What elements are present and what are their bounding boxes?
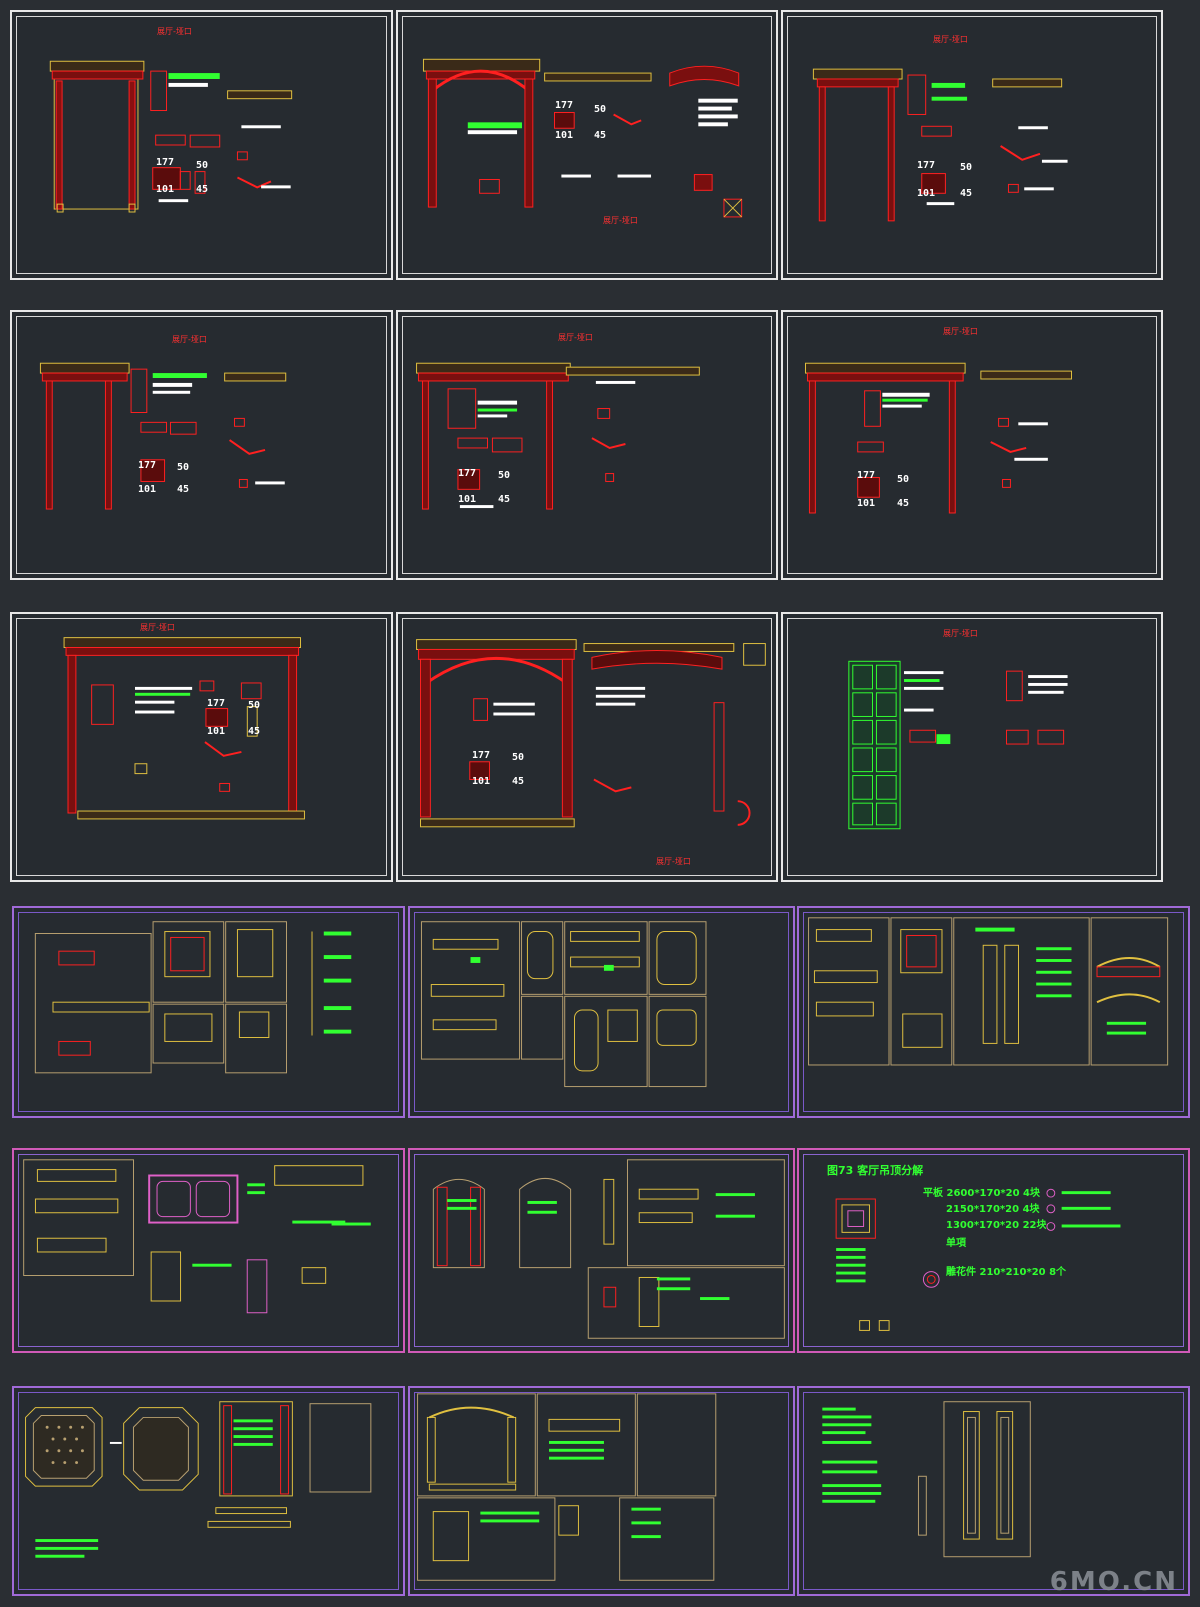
component-detail-drawing — [420, 921, 707, 1088]
dimension-label: 101 — [458, 494, 477, 505]
component-sheet-3[interactable] — [797, 906, 1190, 1118]
dimension-label: 45 — [960, 188, 973, 199]
component-sheet-9[interactable] — [797, 1386, 1190, 1596]
dimension-label: 45 — [594, 130, 607, 141]
ceiling-breakdown-drawing — [835, 1188, 1121, 1331]
dimension-label: 50 — [512, 752, 525, 763]
drawing-sheet-9[interactable]: 展厅-垭口 — [781, 612, 1163, 882]
drawing-sheet-5[interactable]: 展厅-垭口 177 101 50 45 — [396, 310, 778, 580]
dimension-label: 177 — [555, 100, 574, 111]
component-detail-drawing — [822, 1401, 1031, 1558]
dimension-label: 101 — [156, 184, 175, 195]
panel-spec-line: 平板 2600*170*20 4块 — [923, 1188, 1041, 1199]
arched-doorway-drawing — [416, 639, 766, 828]
component-sheet-1[interactable] — [12, 906, 405, 1118]
doorway-elevation-drawing — [812, 68, 1068, 222]
dimension-label: 50 — [248, 700, 261, 711]
dimension-label: 45 — [248, 726, 261, 737]
doorway-elevation-drawing — [49, 60, 293, 213]
dimension-label: 50 — [177, 462, 190, 473]
component-sheet-6[interactable]: 图73 客厅吊顶分解 平板 2600*170*20 4块 2150*170*20… — [797, 1148, 1190, 1353]
ceiling-breakdown-heading: 图73 客厅吊顶分解 — [827, 1164, 924, 1177]
sheet-title: 展厅-垭口 — [656, 857, 691, 866]
carved-piece-spec: 雕花件 210*210*20 8个 — [946, 1267, 1067, 1278]
sheet-title: 展厅-垭口 — [603, 216, 638, 225]
dimension-label: 101 — [857, 498, 876, 509]
watermark-logo: 6MO.CN — [1049, 1567, 1178, 1597]
component-sheet-7[interactable] — [12, 1386, 405, 1596]
dimension-label: 177 — [917, 160, 936, 171]
drawing-sheet-8[interactable]: 展厅-垭口 177 101 50 45 — [396, 612, 778, 882]
dimension-label: 101 — [472, 776, 491, 787]
sheet-title: 展厅-垭口 — [172, 335, 207, 344]
dimension-label: 50 — [594, 104, 607, 115]
dimension-label: 101 — [917, 188, 936, 199]
dimension-label: 45 — [196, 184, 209, 195]
doorway-elevation-drawing — [805, 362, 1072, 514]
component-detail-drawing — [23, 1159, 371, 1314]
dimension-label: 177 — [857, 470, 876, 481]
dimension-label: 45 — [498, 494, 511, 505]
panel-spec-line: 单項 — [946, 1238, 966, 1249]
drawing-sheet-4[interactable]: 展厅-垭口 177 101 50 45 — [10, 310, 393, 580]
drawing-sheet-7[interactable]: 展厅-垭口 177 101 50 45 — [10, 612, 393, 882]
dimension-label: 101 — [555, 130, 574, 141]
dimension-label: 45 — [897, 498, 910, 509]
component-sheet-5[interactable] — [408, 1148, 795, 1353]
component-detail-drawing — [34, 921, 352, 1074]
component-sheet-8[interactable] — [408, 1386, 795, 1596]
tufted-panel-drawing — [25, 1401, 372, 1558]
component-sheet-2[interactable] — [408, 906, 795, 1118]
dimension-label: 45 — [512, 776, 525, 787]
drawing-sheet-3[interactable]: 展厅-垭口 177 101 50 45 — [781, 10, 1163, 280]
glazed-door-drawing — [848, 660, 1068, 830]
doorway-elevation-drawing — [416, 362, 700, 510]
component-sheet-4[interactable] — [12, 1148, 405, 1353]
dimension-label: 101 — [207, 726, 226, 737]
sheet-title: 展厅-垭口 — [157, 27, 192, 36]
dimension-label: 177 — [472, 750, 491, 761]
component-detail-drawing — [808, 917, 1169, 1066]
component-detail-drawing — [417, 1393, 717, 1581]
panel-spec-line: 2150*170*20 4块 — [946, 1204, 1040, 1215]
dimension-label: 101 — [138, 484, 157, 495]
drawing-sheet-6[interactable]: 展厅-垭口 177 101 50 45 — [781, 310, 1163, 580]
sheet-title: 展厅-垭口 — [933, 35, 968, 44]
doorway-elevation-drawing — [39, 362, 287, 510]
sheet-title: 展厅-垭口 — [140, 623, 175, 632]
arched-doorway-drawing — [422, 58, 743, 218]
dimension-label: 45 — [177, 484, 190, 495]
dimension-label: 50 — [897, 474, 910, 485]
dimension-label: 177 — [458, 468, 477, 479]
component-detail-drawing — [432, 1159, 785, 1339]
dimension-label: 177 — [138, 460, 157, 471]
dimension-label: 50 — [196, 160, 209, 171]
wide-doorway-drawing — [63, 637, 305, 820]
panel-spec-line: 1300*170*20 22块 — [946, 1220, 1047, 1231]
sheet-title: 展厅-垭口 — [943, 629, 978, 638]
sheet-title: 展厅-垭口 — [558, 333, 593, 342]
dimension-label: 50 — [498, 470, 511, 481]
drawing-sheet-1[interactable]: 展厅-垭口 177 101 50 45 — [10, 10, 393, 280]
sheet-title: 展厅-垭口 — [943, 327, 978, 336]
dimension-label: 177 — [156, 157, 175, 168]
dimension-label: 177 — [207, 698, 226, 709]
drawing-sheet-2[interactable]: 展厅-垭口 177 101 50 45 — [396, 10, 778, 280]
dimension-label: 50 — [960, 162, 973, 173]
